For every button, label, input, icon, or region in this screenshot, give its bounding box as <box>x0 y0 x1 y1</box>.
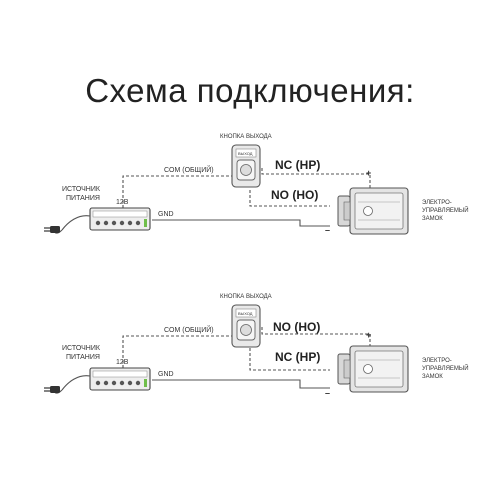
nc-wire <box>249 348 330 371</box>
voltage-label: 12В <box>116 199 129 206</box>
page-title: Схема подключения: <box>85 72 415 109</box>
minus-label: – <box>325 225 330 235</box>
gnd-label: GND <box>158 211 174 218</box>
button-face-label: ВЫХОД <box>238 151 253 156</box>
power-plug <box>43 375 91 394</box>
nc-wire <box>261 168 371 188</box>
plus-label: + <box>366 168 371 178</box>
power-supply <box>89 207 151 231</box>
no-wire <box>261 327 371 346</box>
com-wire <box>122 335 232 368</box>
minus-label: – <box>325 388 330 398</box>
com-label: COM (ОБЩИЙ) <box>164 325 214 334</box>
upper-contact-label: NO (НО) <box>273 320 320 334</box>
power-label-1: ИСТОЧНИК <box>62 345 101 352</box>
upper-contact-label: NC (НР) <box>275 158 320 172</box>
voltage-label: 12В <box>116 359 129 366</box>
diagram-2: ИСТОЧНИК ПИТАНИЯ 12В GND COM (ОБЩИЙ) КНО… <box>43 294 469 398</box>
power-label-1: ИСТОЧНИК <box>62 186 101 193</box>
gnd-label: GND <box>158 371 174 378</box>
button-label: КНОПКА ВЫХОДА <box>220 134 272 140</box>
electric-lock <box>337 187 409 235</box>
com-label: COM (ОБЩИЙ) <box>164 165 214 174</box>
electric-lock <box>337 345 409 393</box>
gnd-wire <box>152 219 330 227</box>
lock-label-2: УПРАВЛЯЕМЫЙ <box>422 364 469 372</box>
power-label-2: ПИТАНИЯ <box>66 195 100 202</box>
no-wire <box>249 190 330 207</box>
lock-label-3: ЗАМОК <box>422 374 443 380</box>
lock-label-1: ЭЛЕКТРО- <box>422 200 452 206</box>
gnd-wire <box>152 379 330 389</box>
lower-contact-label: NO (НО) <box>271 188 318 202</box>
power-plug <box>43 215 91 234</box>
lock-label-3: ЗАМОК <box>422 216 443 222</box>
lower-contact-label: NC (НР) <box>275 350 320 364</box>
com-wire <box>122 175 232 208</box>
lock-label-2: УПРАВЛЯЕМЫЙ <box>422 206 469 214</box>
diagram-1: ИСТОЧНИК ПИТАНИЯ 12В GND COM (ОБЩИЙ) КНО… <box>43 134 469 235</box>
button-face-label: ВЫХОД <box>238 311 253 316</box>
power-label-2: ПИТАНИЯ <box>66 354 100 361</box>
button-label: КНОПКА ВЫХОДА <box>220 294 272 300</box>
plus-label: + <box>366 330 371 340</box>
power-supply <box>89 367 151 391</box>
lock-label-1: ЭЛЕКТРО- <box>422 358 452 364</box>
